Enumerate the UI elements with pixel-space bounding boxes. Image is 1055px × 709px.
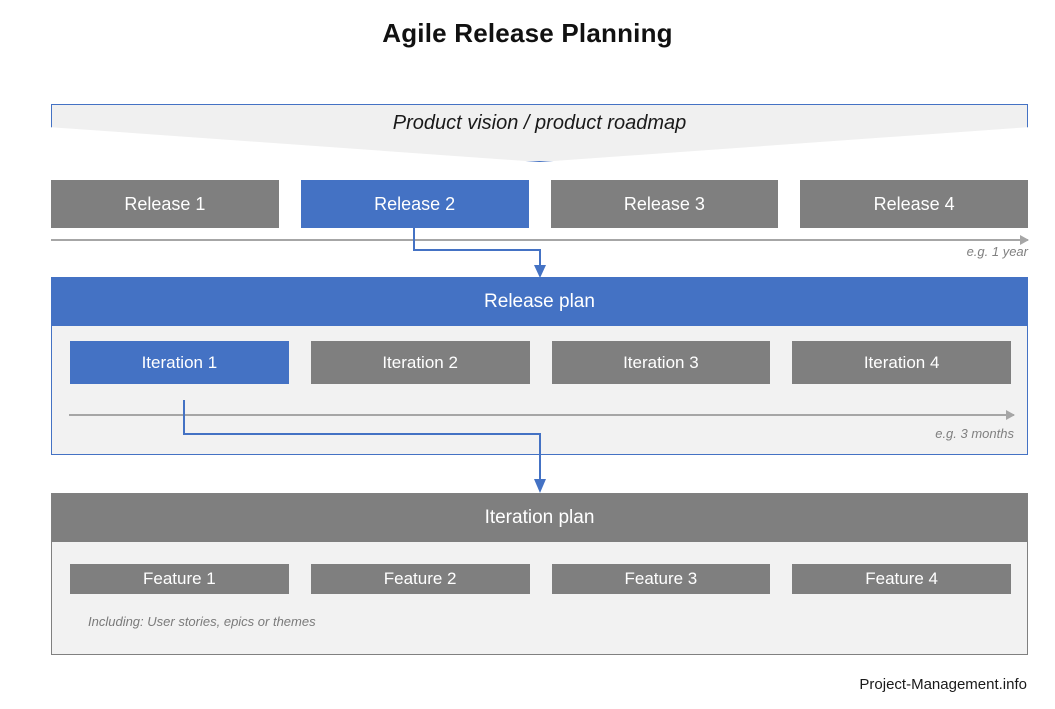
release-row: Release 1 Release 2 Release 3 Release 4 — [51, 180, 1028, 228]
feature-box-3[interactable]: Feature 3 — [551, 564, 771, 594]
page-title: Agile Release Planning — [382, 18, 673, 48]
feature-box-4[interactable]: Feature 4 — [792, 564, 1011, 594]
feature-row: Feature 1 Feature 2 Feature 3 Feature 4 — [70, 564, 1011, 594]
release-timeline-arrow — [51, 233, 1029, 247]
iteration-box-1[interactable]: Iteration 1 — [70, 341, 289, 384]
iteration-row: Iteration 1 Iteration 2 Iteration 3 Iter… — [70, 341, 1011, 384]
timeline-line — [69, 414, 1014, 416]
release-timeline-note: e.g. 1 year — [966, 244, 1028, 259]
arrow-head-icon — [1020, 235, 1029, 245]
connector-iteration-to-iteration-plan — [174, 400, 564, 496]
iteration-box-4[interactable]: Iteration 4 — [792, 341, 1011, 384]
iteration-plan-panel: Iteration plan Feature 1 Feature 2 Featu… — [51, 493, 1028, 655]
release-plan-header: Release plan — [52, 278, 1027, 326]
iteration-timeline-note: e.g. 3 months — [935, 426, 1014, 441]
feature-box-2[interactable]: Feature 2 — [310, 564, 530, 594]
release-plan-panel: Release plan Iteration 1 Iteration 2 Ite… — [51, 277, 1028, 455]
release-box-3[interactable]: Release 3 — [550, 180, 779, 228]
release-box-2[interactable]: Release 2 — [300, 180, 529, 228]
iteration-box-2[interactable]: Iteration 2 — [310, 341, 530, 384]
release-box-4[interactable]: Release 4 — [800, 180, 1028, 228]
iteration-timeline-arrow — [69, 408, 1015, 422]
iteration-plan-note: Including: User stories, epics or themes — [88, 614, 316, 629]
timeline-line — [51, 239, 1028, 241]
iteration-box-3[interactable]: Iteration 3 — [551, 341, 771, 384]
product-vision-banner: Product vision / product roadmap — [51, 104, 1028, 162]
feature-box-1[interactable]: Feature 1 — [70, 564, 289, 594]
connector-release-to-release-plan — [404, 222, 554, 282]
arrow-head-icon — [1006, 410, 1015, 420]
footer-attribution: Project-Management.info — [859, 676, 1027, 693]
iteration-plan-header: Iteration plan — [52, 494, 1027, 542]
product-vision-label: Product vision / product roadmap — [392, 112, 687, 134]
release-box-1[interactable]: Release 1 — [51, 180, 279, 228]
